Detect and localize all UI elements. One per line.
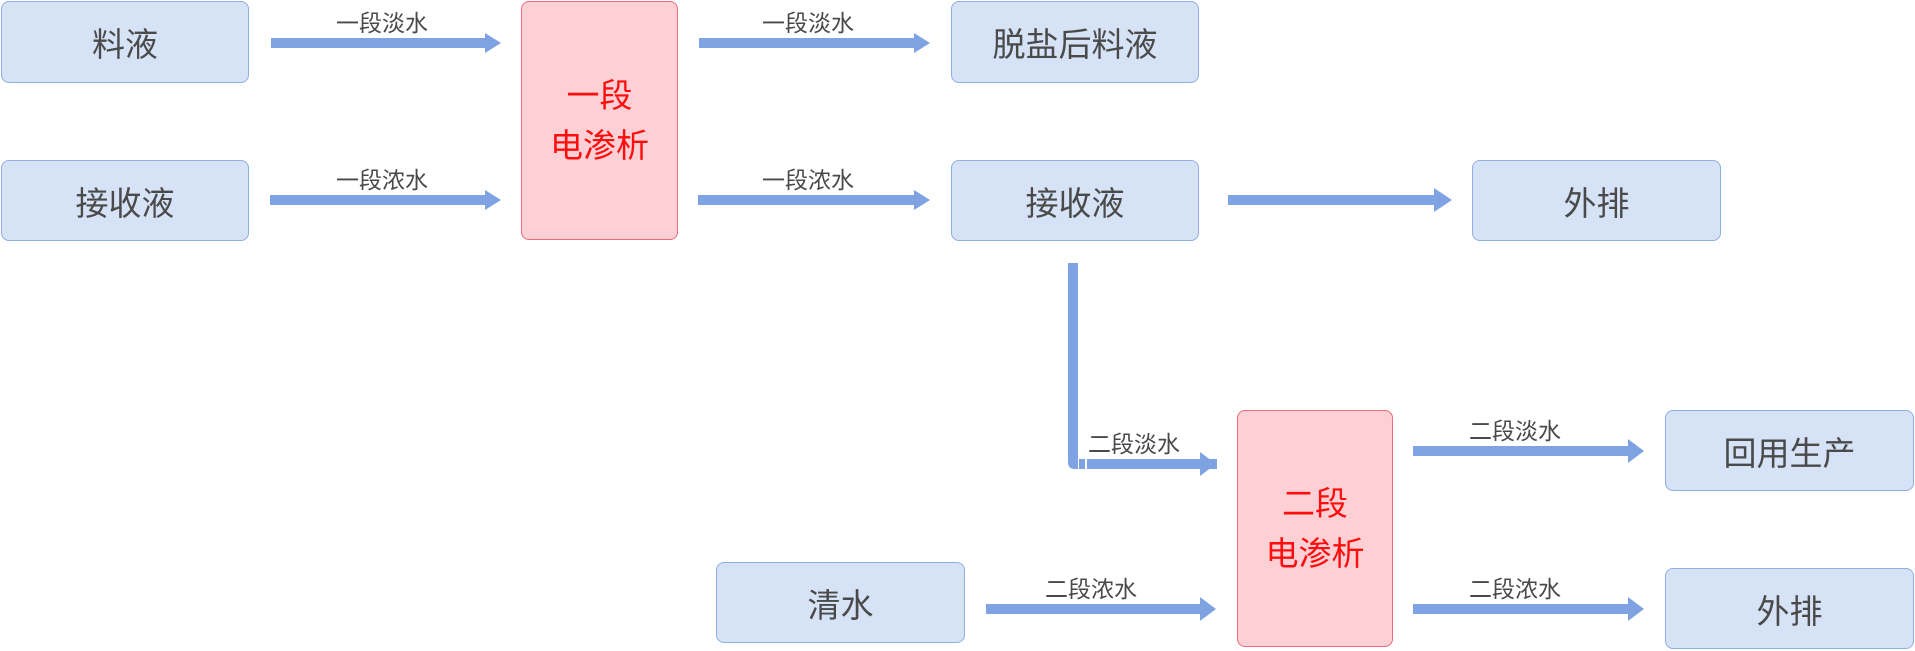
arrow-stage1-to-receive [698, 190, 930, 210]
node-stage1-label-line2: 电渗析 [550, 125, 649, 165]
node-feed-label: 料液 [92, 25, 158, 64]
node-stage1-label-line1: 一段 [566, 75, 633, 115]
node-reuse-label: 回用生产 [1723, 433, 1856, 473]
edge-label-stage2-to-discharge: 二段浓水 [1469, 577, 1561, 603]
arrow-receive-to-stage1 [270, 190, 501, 210]
node-stage2-electrodialysis: 二段 电渗析 [1237, 410, 1393, 647]
edge-label-receive-to-stage1: 一段浓水 [336, 168, 428, 194]
node-stage1-electrodialysis: 一段 电渗析 [521, 1, 678, 240]
arrow-stage1-to-desalted [699, 33, 930, 53]
node-reuse: 回用生产 [1665, 410, 1914, 491]
node-receive-left: 接收液 [1, 160, 249, 241]
node-discharge-bottom: 外排 [1665, 568, 1914, 649]
node-stage2-label-line1: 二段 [1282, 483, 1348, 523]
arrow-receive-to-stage2 [1068, 263, 1217, 476]
edge-label-stage2-to-reuse: 二段淡水 [1469, 419, 1561, 445]
node-clean-water-label: 清水 [807, 585, 874, 625]
edge-label-water-to-stage2: 二段浓水 [1045, 577, 1137, 603]
node-desalted-feed: 脱盐后料液 [951, 1, 1199, 83]
arrow-stage2-to-reuse [1413, 439, 1644, 463]
node-desalted-feed-label: 脱盐后料液 [992, 25, 1158, 64]
arrow-water-to-stage2 [986, 597, 1216, 621]
node-receive-left-label: 接收液 [75, 183, 175, 223]
node-feed: 料液 [1, 1, 249, 83]
node-discharge-top: 外排 [1472, 160, 1721, 241]
edge-label-stage1-to-desalted: 一段淡水 [762, 11, 854, 37]
node-clean-water: 清水 [716, 562, 965, 643]
edge-label-receive-to-stage2: 二段淡水 [1088, 432, 1180, 458]
node-stage2-label-line2: 电渗析 [1265, 533, 1365, 573]
arrow-stage2-to-discharge [1413, 597, 1644, 621]
node-discharge-bottom-label: 外排 [1756, 591, 1823, 631]
node-receive-right-label: 接收液 [1025, 183, 1125, 223]
edge-label-feed-to-stage1: 一段淡水 [336, 11, 428, 37]
arrow-feed-to-stage1 [271, 33, 501, 53]
node-discharge-top-label: 外排 [1563, 183, 1630, 223]
edge-label-stage1-to-receive: 一段浓水 [762, 168, 854, 194]
arrow-receive-to-discharge [1228, 188, 1452, 212]
node-receive-right: 接收液 [951, 160, 1199, 241]
